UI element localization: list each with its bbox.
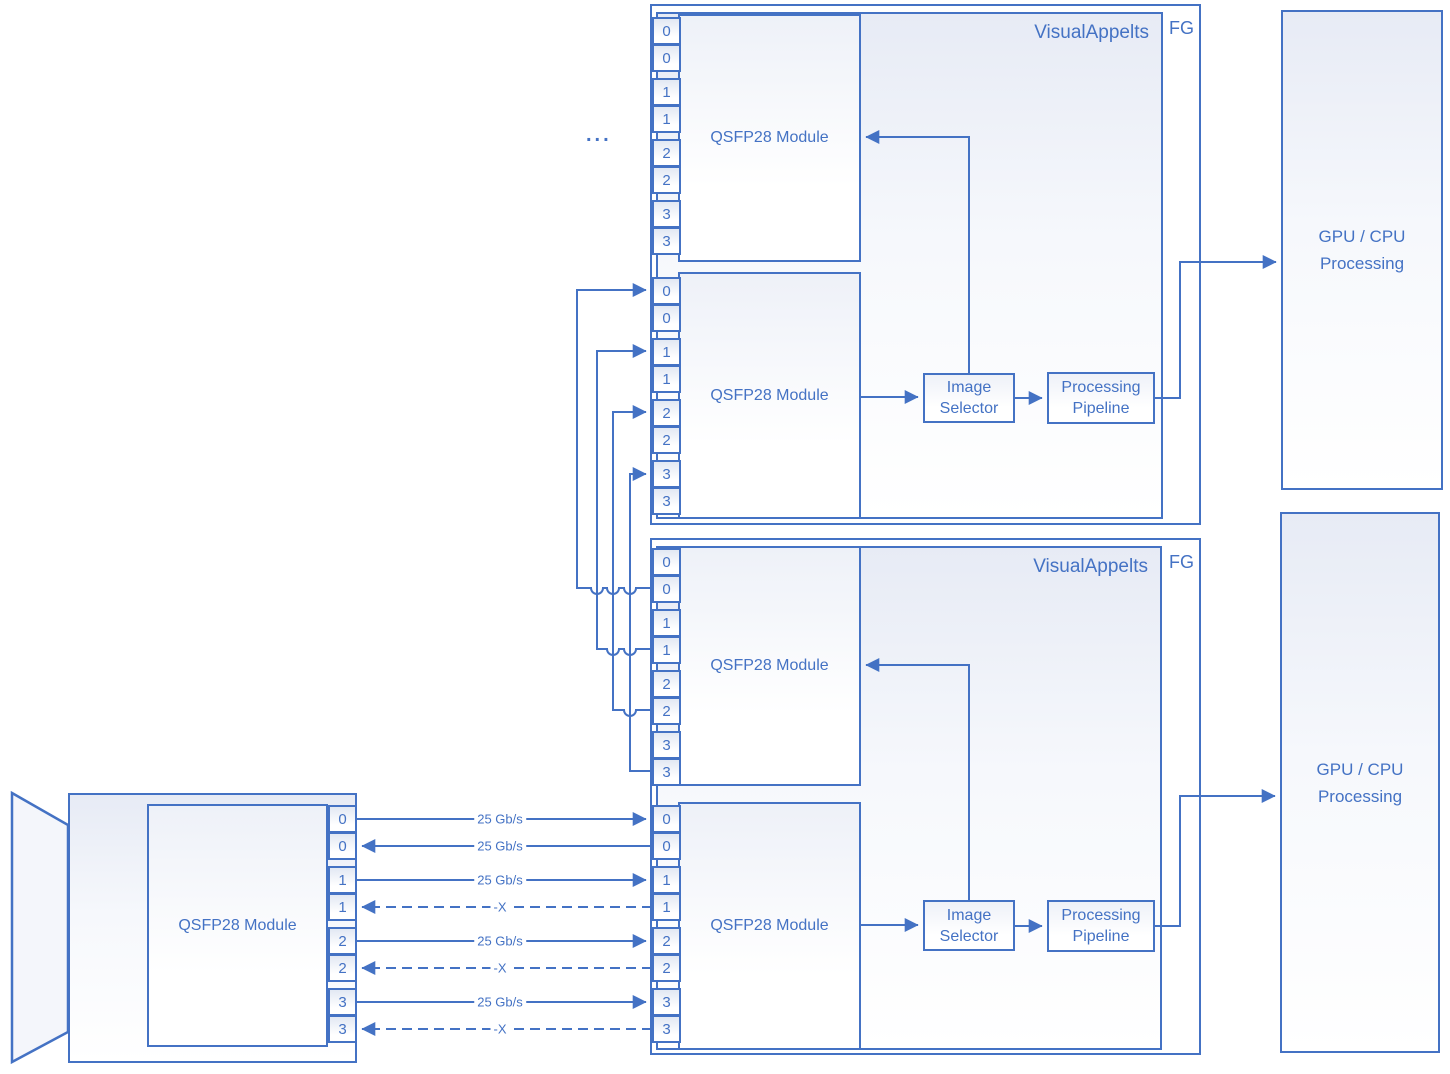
fg1-qsfp28-module-2: QSFP28 Module (678, 272, 861, 519)
module-label: QSFP28 Module (710, 657, 829, 674)
port-cell: 3 (328, 988, 357, 1016)
fg2-qsfp28-module-2: QSFP28 Module (678, 802, 861, 1050)
fg-tag: FG (1169, 18, 1194, 38)
port-cell: 3 (652, 227, 681, 255)
port-cell: 2 (652, 927, 681, 955)
port-cell: 0 (652, 277, 681, 305)
camera-module-label: QSFP28 Module (178, 916, 297, 934)
gpu-label-line2: Processing (1317, 786, 1403, 806)
lane-label: -X (490, 960, 510, 976)
image-selector-label-line1: Image (946, 906, 992, 924)
fg1-module2-port-column: 0 0 1 1 2 2 3 3 (652, 277, 681, 515)
fg1-module1-port-column: 0 0 1 1 2 2 3 3 (652, 17, 681, 255)
image-selector-label-line2: Selector (939, 927, 999, 945)
continuation-ellipsis: ... (586, 124, 612, 146)
port-cell: 2 (652, 139, 681, 167)
pipeline-label-line2: Pipeline (1072, 928, 1130, 945)
fg-tag: FG (1169, 552, 1194, 572)
port-cell: 1 (652, 365, 681, 393)
port-cell: 3 (652, 1015, 681, 1043)
fg2-module1-port-column: 0 0 1 1 2 2 3 3 (652, 548, 681, 786)
fg1-qsfp28-module-1: QSFP28 Module (678, 14, 861, 262)
lane-label: 25 Gb/s (474, 933, 526, 949)
port-cell: 0 (652, 575, 681, 603)
pipeline-label-line2: Pipeline (1072, 400, 1130, 417)
camera-lens (10, 790, 70, 1065)
module-label: QSFP28 Module (710, 917, 829, 934)
port-cell: 2 (652, 670, 681, 698)
port-cell: 3 (328, 1015, 357, 1043)
port-cell: 2 (652, 426, 681, 454)
image-selector-label-line1: Image (946, 379, 992, 396)
port-cell: 1 (652, 609, 681, 637)
image-selector-label-line2: Selector (939, 400, 999, 417)
lane-label: 25 Gb/s (474, 872, 526, 888)
pipeline-label-line1: Processing (1061, 907, 1141, 924)
port-cell: 2 (652, 954, 681, 982)
port-cell: 0 (652, 17, 681, 45)
gpu-label-line1: GPU / CPU (1318, 227, 1406, 246)
fg2-processing-pipeline: Processing Pipeline (1047, 900, 1155, 952)
port-cell: 2 (652, 399, 681, 427)
chain-wire-2 (612, 405, 652, 717)
port-cell: 1 (652, 338, 681, 366)
port-cell: 1 (328, 893, 357, 921)
gpu-label-line2: Processing (1319, 254, 1405, 273)
fg1-processing-pipeline: Processing Pipeline (1047, 372, 1155, 424)
port-cell: 1 (652, 78, 681, 106)
fg2-module2-port-column: 0 0 1 1 2 2 3 3 (652, 805, 681, 1043)
fg2-qsfp28-module-1: QSFP28 Module (678, 546, 861, 786)
port-cell: 3 (652, 200, 681, 228)
chain-wire-0 (576, 283, 652, 595)
fg2-image-selector: Image Selector (923, 900, 1015, 951)
fg1-image-selector: Image Selector (923, 373, 1015, 423)
port-cell: 2 (652, 166, 681, 194)
lane-label: -X (490, 899, 510, 915)
port-cell: 3 (652, 758, 681, 786)
port-cell: 3 (652, 460, 681, 488)
port-cell: 1 (652, 866, 681, 894)
port-cell: 0 (652, 304, 681, 332)
port-cell: 2 (328, 954, 357, 982)
camera-qsfp28-module: QSFP28 Module (147, 804, 328, 1047)
gpu-cpu-processing-2: GPU / CPU Processing (1280, 512, 1440, 1053)
port-cell: 1 (652, 893, 681, 921)
lane-label: 25 Gb/s (474, 994, 526, 1010)
port-cell: 1 (328, 866, 357, 894)
pipeline-label-line1: Processing (1061, 379, 1141, 396)
port-cell: 0 (652, 832, 681, 860)
port-cell: 0 (652, 44, 681, 72)
port-cell: 3 (652, 731, 681, 759)
port-cell: 0 (328, 832, 357, 860)
port-cell: 1 (652, 636, 681, 664)
port-cell: 0 (652, 805, 681, 833)
gpu-label-line1: GPU / CPU (1316, 759, 1404, 779)
port-cell: 3 (652, 487, 681, 515)
visualappelts-title: VisualAppelts (1034, 22, 1149, 43)
port-cell: 2 (328, 927, 357, 955)
port-cell: 0 (328, 805, 357, 833)
camera-port-column: 0 0 1 1 2 2 3 3 (328, 805, 357, 1043)
port-cell: 3 (652, 988, 681, 1016)
gpu-cpu-processing-1: GPU / CPU Processing (1281, 10, 1443, 490)
port-cell: 1 (652, 105, 681, 133)
lane-label: 25 Gb/s (474, 811, 526, 827)
visualappelts-title: VisualAppelts (1033, 556, 1148, 577)
port-cell: 0 (652, 548, 681, 576)
module-label: QSFP28 Module (710, 129, 829, 146)
port-cell: 2 (652, 697, 681, 725)
lane-label: -X (490, 1021, 510, 1037)
chain-wire-3 (629, 467, 652, 772)
module-label: QSFP28 Module (710, 386, 829, 404)
lane-label: 25 Gb/s (474, 838, 526, 854)
chain-wire-1 (596, 344, 652, 656)
